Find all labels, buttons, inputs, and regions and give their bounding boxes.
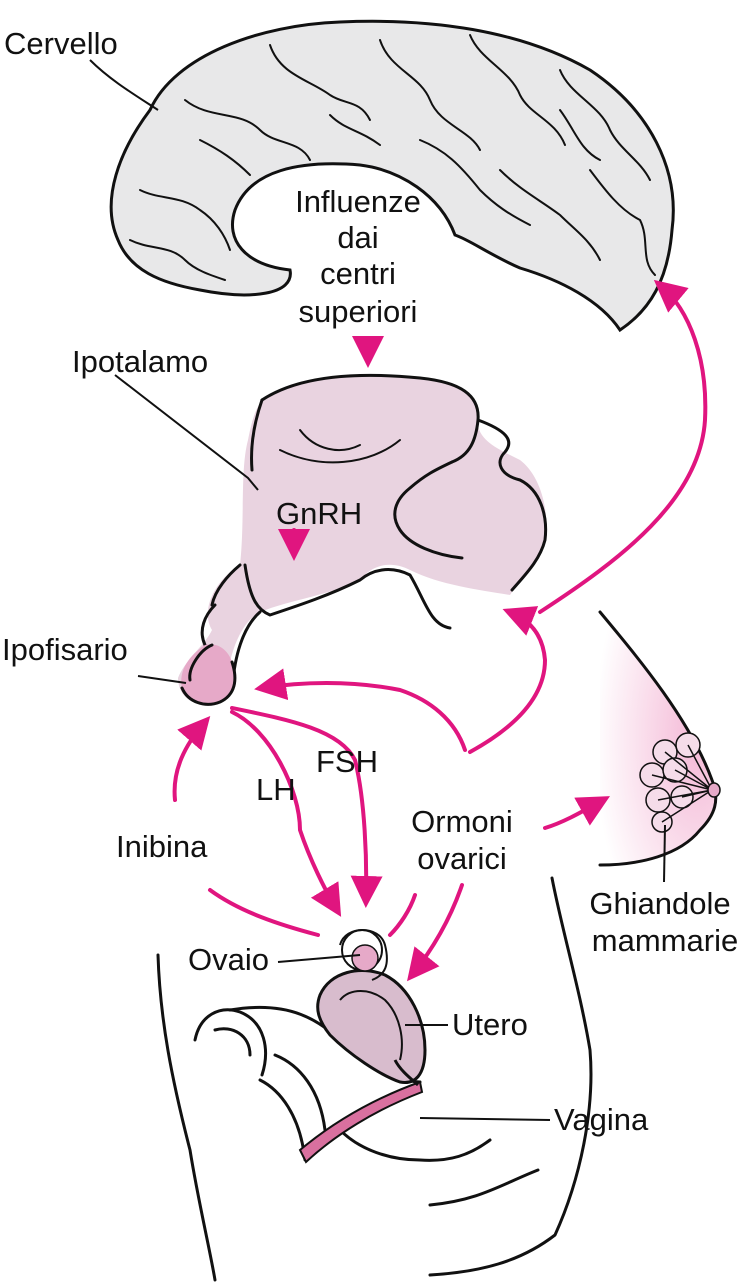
breast-illustration: [598, 610, 721, 867]
label-superiori: superiori: [299, 294, 418, 329]
arrow-ovarian-to-pituitary: [254, 668, 467, 752]
label-centri: centri: [320, 256, 396, 291]
leader-lines: [89, 59, 666, 1121]
label-ovaio: Ovaio: [188, 942, 269, 977]
label-ipofisario: Ipofisario: [2, 632, 128, 667]
label-vagina: Vagina: [554, 1102, 649, 1137]
arrow-ovarian-to-breast: [543, 796, 610, 830]
label-inibina: Inibina: [116, 829, 208, 864]
hypothalamus-shape: [178, 375, 547, 705]
arrow-ovarian-to-ovary: [388, 893, 417, 937]
arrow-ovary-to-inhibin: [208, 888, 320, 937]
mammary-glands: [639, 732, 721, 833]
arrow-ovarian-to-uterus: [407, 883, 464, 982]
body-outline-back: [428, 876, 593, 1277]
arrow-inhibin-to-pituitary: [172, 715, 211, 802]
label-gnrh: GnRH: [276, 496, 362, 531]
label-influenze: Influenze: [295, 184, 421, 219]
label-ghiandole: Ghiandole: [589, 886, 730, 921]
label-mammarie: mammarie: [592, 923, 738, 958]
arrow-pituitary-fsh: [230, 706, 383, 908]
brain-shape: [109, 19, 675, 333]
arrow-pituitary-lh: [230, 710, 342, 917]
label-cervello: Cervello: [4, 26, 118, 61]
label-dai: dai: [337, 220, 378, 255]
pelvis-illustration: [156, 876, 593, 1282]
label-utero: Utero: [452, 1007, 528, 1042]
arrow-ovarian-to-hypothalamus: [468, 606, 548, 754]
label-ovarici: ovarici: [417, 841, 507, 876]
arrow-ovarian-to-brain: [538, 279, 708, 614]
label-ormoni: Ormoni: [411, 804, 513, 839]
label-ipotalamo: Ipotalamo: [72, 344, 208, 379]
hypothalamus-illustration: [178, 373, 548, 706]
label-lh: LH: [256, 772, 296, 807]
labels: Cervello Influenze dai centri superiori …: [2, 26, 738, 1137]
label-fsh: FSH: [316, 744, 378, 779]
vagina-shape: [298, 1080, 424, 1164]
brain-illustration: [109, 19, 675, 333]
uterus-shape: [316, 969, 427, 1087]
ovary-shape: [339, 929, 388, 981]
arrows: [172, 279, 708, 982]
body-outline-front: [156, 953, 217, 1282]
